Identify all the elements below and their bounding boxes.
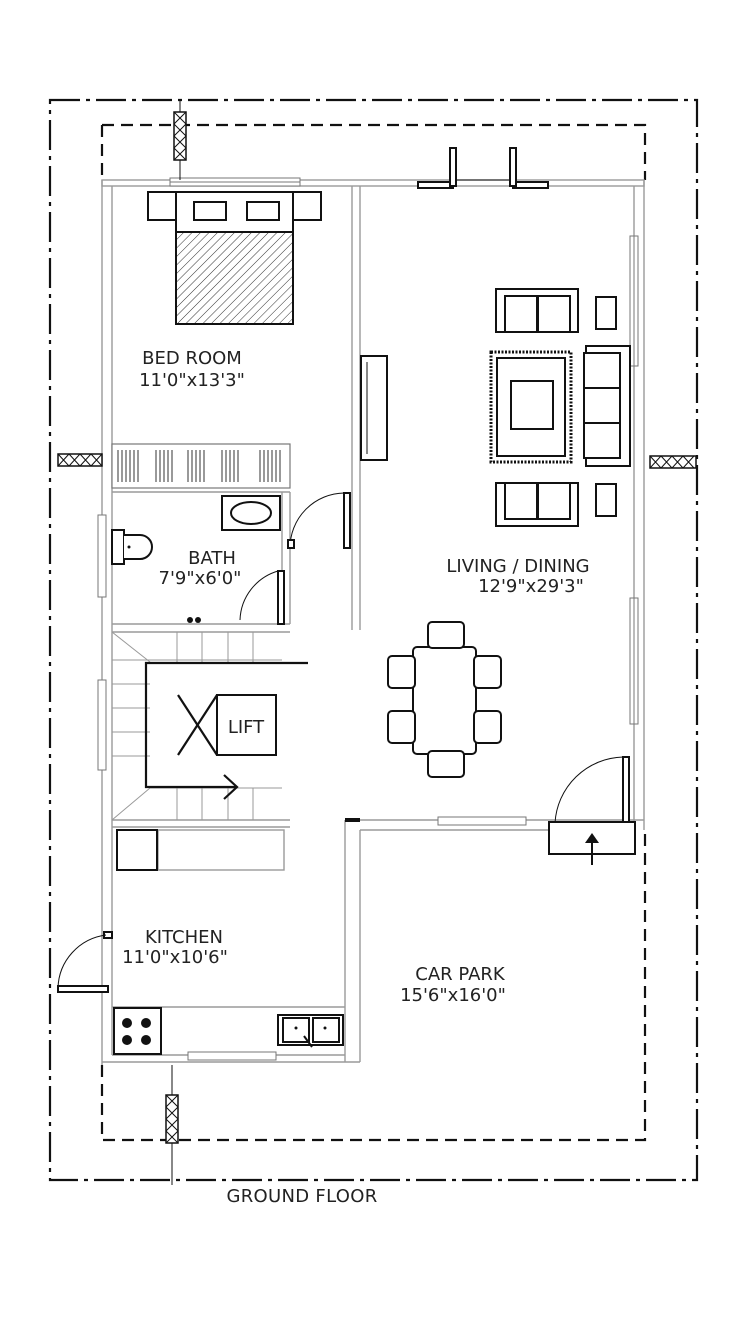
bed [147,191,322,325]
tv-unit [360,355,388,461]
lift-label: LIFT [228,717,265,738]
bedroom-size: 11'0"x13'3" [139,370,245,391]
living-size: 12'9"x29'3" [478,576,584,597]
french-door [417,147,549,189]
fence-markers [57,100,697,1185]
kitchen-size: 11'0"x10'6" [122,947,228,968]
bath-fixtures [111,495,281,623]
setback-boundary [100,123,647,1142]
carpark-size: 15'6"x16'0" [400,985,506,1006]
carpark-name: CAR PARK [415,964,506,985]
wardrobe [111,443,291,489]
lift-shaft [216,694,277,756]
bedroom-name: BED ROOM [142,348,242,369]
doors [57,492,636,993]
kitchen-fixtures [113,829,344,1055]
living-name: LIVING / DINING [446,556,589,577]
staircase [111,631,308,821]
bath-name: BATH [188,548,236,569]
plot-boundary [48,98,699,1182]
plan-title: GROUND FLOOR [226,1186,377,1207]
bath-size: 7'9"x6'0" [159,568,242,589]
dining-table [387,621,502,778]
windows [97,177,639,1061]
sofa-set [489,288,631,527]
kitchen-name: KITCHEN [145,927,223,948]
